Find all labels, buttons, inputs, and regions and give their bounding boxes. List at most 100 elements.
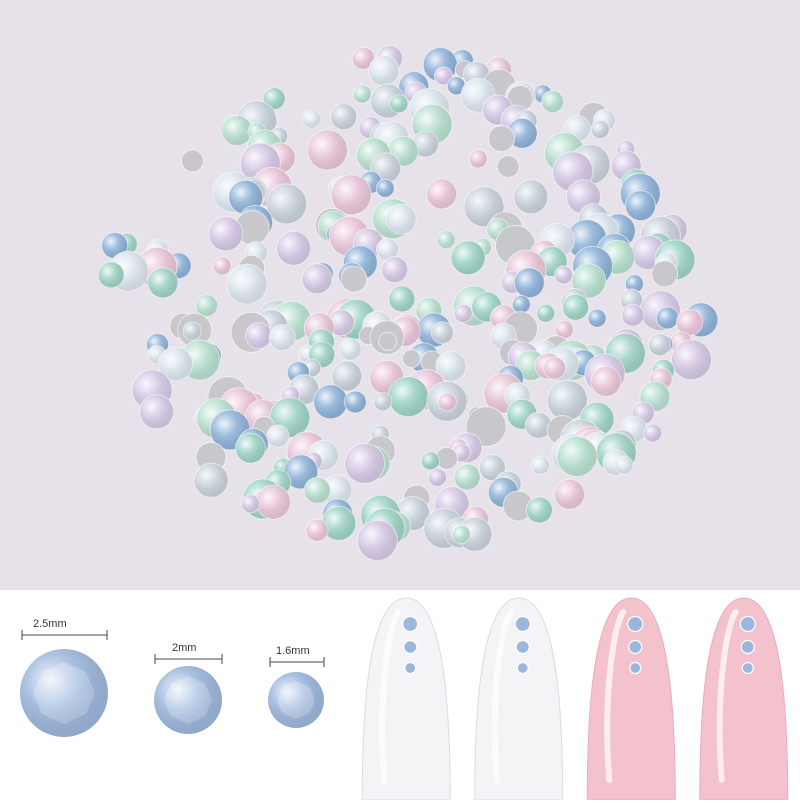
rhinestone-shine bbox=[452, 525, 471, 544]
rhinestone-shine bbox=[276, 231, 311, 266]
nail-rhinestone bbox=[629, 661, 642, 675]
rhinestone-shine bbox=[344, 443, 385, 484]
rhinestone-shine bbox=[208, 216, 243, 251]
sample-stone-small bbox=[268, 672, 324, 728]
rhinestone bbox=[181, 149, 204, 173]
rhinestone-shine bbox=[454, 464, 481, 490]
rhinestone-shine bbox=[344, 391, 367, 413]
rhinestone-shine bbox=[526, 497, 553, 523]
rhinestone-shine bbox=[434, 66, 453, 85]
nail-rhinestone bbox=[402, 615, 419, 633]
rhinestone-shine bbox=[307, 130, 348, 170]
rhinestone-shine bbox=[330, 103, 357, 130]
size-label-medium: 2mm bbox=[172, 642, 197, 654]
rhinestone-shine bbox=[591, 366, 621, 397]
rhinestone-shine bbox=[321, 506, 356, 541]
rhinestone-shine bbox=[541, 90, 564, 113]
rhinestone-shine bbox=[373, 392, 392, 411]
nail-sample-4 bbox=[699, 597, 789, 800]
rhinestone-shine bbox=[588, 309, 607, 328]
rhinestone-shine bbox=[357, 520, 398, 561]
rhinestone-shine bbox=[457, 517, 492, 552]
nail-rhinestone bbox=[627, 615, 644, 633]
rhinestone-shine bbox=[263, 87, 286, 110]
rhinestone-shine bbox=[615, 456, 633, 475]
rhinestone-shine bbox=[331, 174, 372, 215]
rhinestone-shine bbox=[412, 131, 439, 157]
rhinestone-shine bbox=[376, 238, 399, 261]
rhinestone-shine bbox=[421, 451, 440, 470]
rhinestone-shine bbox=[435, 351, 466, 382]
rhinestone-shine bbox=[302, 110, 321, 129]
nail-samples bbox=[361, 597, 789, 800]
product-detail-panel: 2.5mm 2mm 1.6mm bbox=[0, 590, 800, 800]
rhinestone-shine bbox=[451, 240, 486, 275]
rhinestone-shine bbox=[625, 274, 644, 293]
rhinestone-shine bbox=[469, 149, 488, 168]
rhinestone-shine bbox=[321, 475, 352, 506]
rhinestone-shine bbox=[543, 357, 566, 380]
nail-rhinestone bbox=[515, 639, 530, 655]
rhinestone-shine bbox=[621, 304, 644, 327]
nail-rhinestone bbox=[739, 615, 756, 633]
rhinestone-shine bbox=[656, 306, 679, 329]
nail-shine bbox=[491, 609, 514, 783]
rhinestone-shine bbox=[389, 94, 408, 113]
rhinestone bbox=[402, 349, 421, 369]
rhinestone-shine bbox=[388, 285, 415, 312]
rhinestone bbox=[651, 260, 679, 288]
nail-rhinestone bbox=[516, 661, 529, 675]
rhinestone-shine bbox=[536, 304, 555, 323]
rhinestone bbox=[340, 265, 368, 293]
nail-rhinestone bbox=[404, 661, 417, 675]
size-label-small: 1.6mm bbox=[276, 645, 310, 657]
rhinestone-shine bbox=[245, 322, 272, 349]
rhinestone-shine bbox=[676, 309, 703, 336]
nail-shine bbox=[716, 609, 739, 783]
nail-rhinestone bbox=[628, 639, 643, 655]
rhinestone-shine bbox=[213, 256, 232, 275]
rhinestone-shine bbox=[368, 55, 399, 86]
rhinestone-shine bbox=[512, 295, 531, 314]
rhinestone-shine bbox=[194, 463, 229, 498]
rhinestone-shine bbox=[352, 47, 375, 70]
rhinestone-shine bbox=[381, 256, 408, 283]
rhinestone-shine bbox=[531, 456, 550, 475]
nail-shine bbox=[604, 609, 627, 783]
rhinestone-shine bbox=[554, 479, 585, 510]
nail-rhinestone bbox=[741, 661, 754, 675]
rhinestone-shine bbox=[183, 322, 202, 340]
sample-stone-medium bbox=[154, 666, 222, 734]
rhinestone-shine bbox=[306, 519, 329, 542]
rhinestone-shine bbox=[643, 424, 662, 442]
rhinestone-shine bbox=[266, 425, 289, 447]
nail-rhinestone bbox=[740, 639, 755, 655]
rhinestone-shine bbox=[431, 321, 454, 344]
rhinestone bbox=[378, 331, 398, 351]
rhinestone-shine bbox=[437, 230, 456, 249]
rhinestone-shine bbox=[648, 333, 671, 356]
nail-rhinestone bbox=[514, 615, 531, 633]
rhinestone-shine bbox=[147, 267, 178, 298]
rhinestone-shine bbox=[353, 85, 372, 103]
rhinestone-shine bbox=[139, 394, 174, 429]
nail-shine bbox=[379, 609, 402, 783]
rhinestone-shine bbox=[625, 190, 656, 221]
rhinestone-shine bbox=[266, 183, 307, 224]
rhinestone-shine bbox=[557, 436, 597, 477]
rhinestone-shine bbox=[525, 412, 552, 439]
rhinestone-shine bbox=[555, 320, 574, 339]
rhinestone-shine bbox=[514, 267, 545, 298]
rhinestone-shine bbox=[101, 232, 128, 259]
rhinestone bbox=[488, 125, 515, 153]
rhinestone-shine bbox=[376, 179, 395, 198]
rhinestone-shine bbox=[222, 115, 253, 146]
rhinestone-shine bbox=[554, 265, 573, 284]
rhinestone-shine bbox=[304, 477, 331, 504]
rhinestone-shine bbox=[98, 261, 125, 288]
rhinestone-shine bbox=[313, 384, 348, 419]
nail-sample-3 bbox=[586, 597, 676, 800]
rhinestone-shine bbox=[562, 294, 589, 321]
rhinestone-shine bbox=[447, 76, 466, 95]
